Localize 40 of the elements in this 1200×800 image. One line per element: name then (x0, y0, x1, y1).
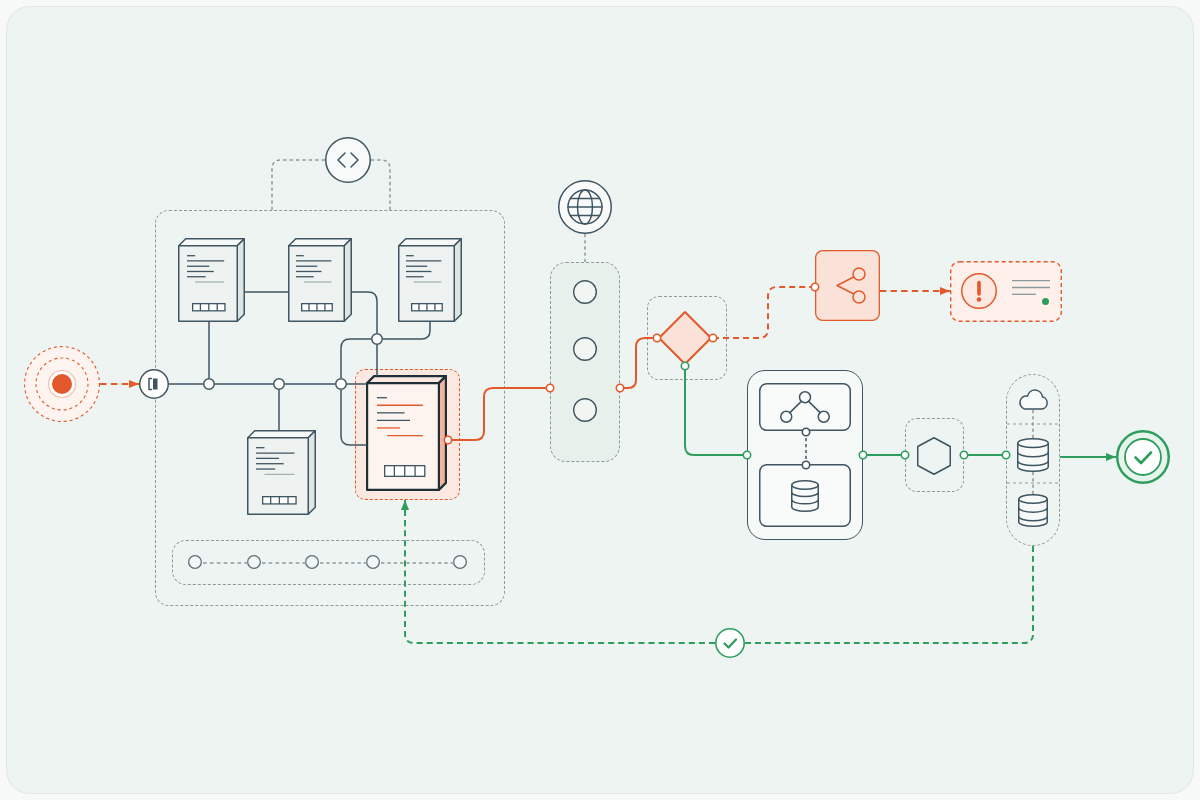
connector-line (708, 282, 820, 343)
connector-line (284, 383, 336, 385)
connector-line (1032, 471, 1034, 495)
connector-line (214, 383, 274, 385)
connector-line (261, 562, 307, 564)
dashed-frame (647, 296, 727, 380)
connector-line (351, 291, 378, 334)
connector-line (340, 338, 372, 379)
connector-line (376, 344, 378, 377)
dashed-bar (171, 539, 485, 585)
service-panel (747, 370, 863, 540)
connector-line (380, 562, 455, 564)
connector-line (382, 321, 431, 340)
dashed-column (550, 262, 620, 462)
connector-line (1032, 409, 1034, 439)
connector-line (340, 389, 368, 446)
connector-line (319, 562, 368, 564)
arrow (1059, 453, 1117, 461)
connector-line (202, 562, 249, 564)
connector-line (615, 333, 662, 393)
connector-line (443, 383, 555, 445)
connector-line (370, 159, 391, 211)
connector-line (244, 291, 289, 293)
arrow (401, 499, 716, 644)
connector-line (680, 361, 752, 460)
connector-line (278, 389, 280, 431)
connector-line (346, 383, 368, 385)
connector-line (858, 450, 910, 460)
dashed-frame (905, 418, 964, 492)
connector-line (959, 450, 1011, 460)
arrow (99, 380, 140, 388)
arrow (879, 287, 951, 295)
connector-line (168, 383, 204, 385)
connector-line (584, 233, 586, 263)
highlight-frame (354, 368, 460, 500)
connector-line (208, 321, 210, 379)
connector-line (271, 159, 326, 211)
connector-line (744, 545, 1034, 644)
connector-line (801, 427, 811, 470)
dashed-container (155, 210, 505, 606)
